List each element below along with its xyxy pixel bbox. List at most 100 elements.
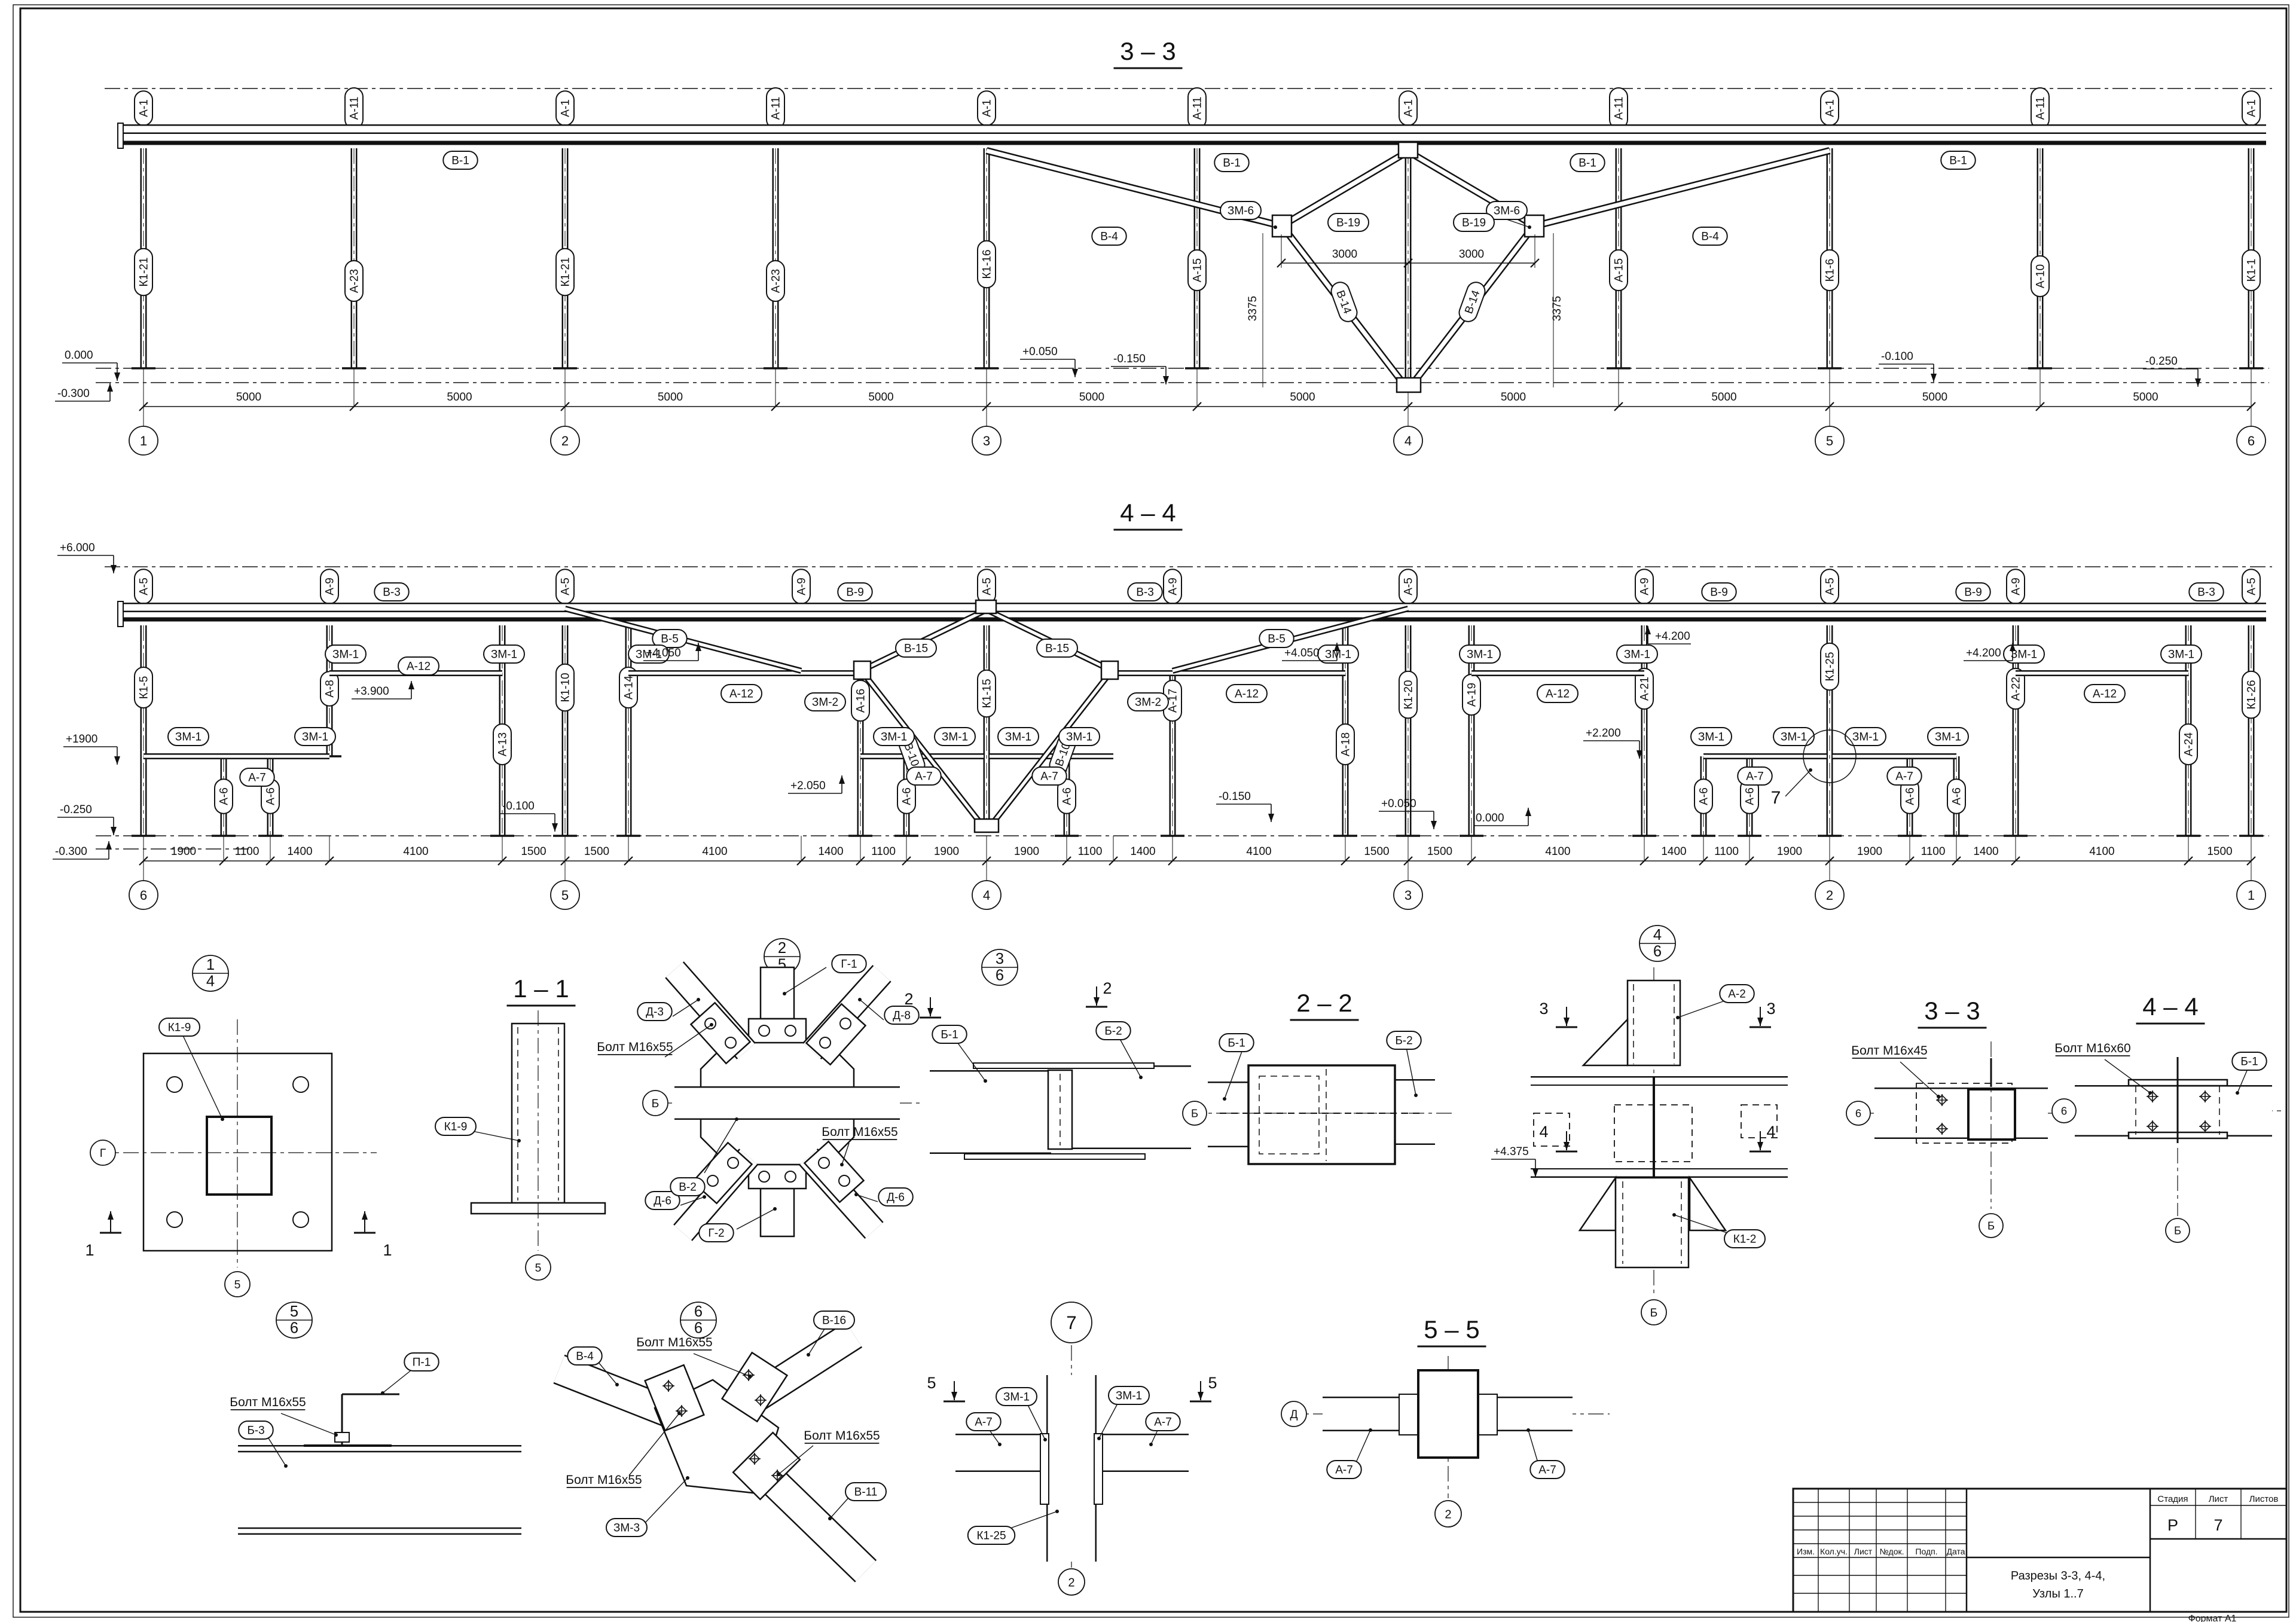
column-label: А-15	[1187, 249, 1207, 291]
member-label: В-4	[1091, 227, 1127, 246]
dimension-tick	[1192, 402, 1202, 411]
grid-bubble	[550, 426, 580, 456]
annotation-text: 3	[1766, 1000, 1775, 1018]
member-label-outline	[2188, 582, 2224, 601]
member-label-outline	[1058, 727, 1100, 746]
bolt-diamond	[2147, 1120, 2158, 1132]
member-label-text: П-1	[413, 1357, 431, 1369]
member-label-outline	[831, 954, 867, 973]
hole	[838, 1175, 850, 1187]
column-label: К1-21	[134, 248, 153, 297]
member-label: ЗМ-1	[1773, 727, 1815, 746]
annotation-text: Болт М16х55	[822, 1125, 897, 1139]
column-label: А-6	[1947, 778, 1966, 814]
axis-bubble	[1846, 1101, 1871, 1126]
arrow-head	[1564, 1018, 1570, 1026]
elevation-value: +4.050	[646, 647, 681, 659]
member-label: В-14	[1458, 282, 1486, 322]
member-label-outline	[167, 727, 209, 746]
dimension-tick	[1530, 258, 1540, 268]
column-label: А-24	[2179, 723, 2198, 765]
member-label-text: А-17	[1167, 689, 1180, 713]
member-label-outline	[1486, 201, 1528, 220]
post-label: А-5	[977, 569, 996, 604]
sheet-title: Узлы 1..7	[2032, 1587, 2084, 1600]
column-label: А-8	[320, 671, 339, 707]
member-label-text: А-16	[855, 689, 868, 713]
post-label: А-11	[344, 87, 364, 129]
leader-dot	[2236, 1091, 2239, 1095]
detail-rect	[1523, 214, 1545, 238]
member-label-outline	[2084, 684, 2126, 703]
member-label: ЗМ-1	[483, 644, 525, 664]
member-label-outline	[374, 582, 410, 601]
member-label-text: К1-1	[2246, 259, 2258, 282]
member-label-text: А-5	[560, 578, 572, 595]
elevation-value: -0.150	[1113, 353, 1146, 365]
leader-line	[1674, 1214, 1735, 1236]
annotation-text: 1	[383, 1241, 392, 1259]
member-label-text: К1-21	[560, 257, 572, 286]
member-label: ЗМ-1	[1317, 644, 1359, 664]
leader-line	[1010, 1511, 1058, 1529]
member-label-text: А-1	[1403, 99, 1415, 117]
member-label: А-7	[906, 766, 942, 786]
member-label-text: ЗМ-1	[636, 649, 662, 661]
dimension-tick	[265, 856, 275, 866]
member-label-outline	[2231, 1052, 2267, 1071]
member-label-text: ЗМ-1	[881, 731, 907, 744]
member-label: ЗМ-1	[1108, 1386, 1150, 1405]
arrow-head	[408, 681, 414, 689]
arrow-head	[1532, 1169, 1538, 1177]
member-label-text: В-3	[2197, 587, 2215, 599]
arrow-head	[106, 841, 112, 850]
sheets-label: Листов	[2249, 1494, 2279, 1504]
member-label-text: А-9	[1639, 578, 1651, 595]
hole	[1803, 729, 1857, 783]
member-label: В-2	[670, 1177, 706, 1196]
gusset-plate	[1578, 1175, 1617, 1232]
member-label-text: Б-2	[1395, 1035, 1412, 1047]
member-label-text: А-11	[1192, 97, 1204, 120]
member-label: А-2	[1719, 984, 1755, 1003]
annotation-text: Болт М16х55	[804, 1429, 880, 1443]
elevation-value: +0.050	[1381, 798, 1416, 810]
member-label: В-1	[442, 151, 478, 170]
member-label: В-9	[1955, 582, 1991, 601]
member-label: ЗМ-1	[934, 727, 976, 746]
member-label-text: ЗМ-1	[1781, 731, 1807, 744]
bubble-bottom-text: 6	[694, 1320, 703, 1337]
stage-label: Стадия	[2157, 1494, 2188, 1504]
column-label: А-15	[1609, 249, 1628, 291]
member-label-text: А-18	[1340, 732, 1352, 756]
post-label: А-1	[977, 90, 996, 126]
member-label: В-16	[813, 1311, 855, 1330]
bolt-diamond	[1936, 1094, 1948, 1106]
member-label: А-12	[720, 684, 762, 703]
member-label-text: А-7	[1335, 1464, 1353, 1477]
dimension-value: 5000	[1711, 391, 1736, 404]
leader-line	[736, 1208, 775, 1230]
dimension-value: 1500	[2207, 845, 2232, 858]
member-label-text: А-9	[1167, 578, 1180, 595]
member-label-outline	[884, 1006, 920, 1025]
detail-rect	[975, 599, 997, 615]
column-label: А-13	[493, 723, 512, 765]
axis-bubble	[525, 1254, 551, 1281]
arrow-head	[2195, 378, 2201, 387]
member-label-outline	[1616, 644, 1658, 664]
member-label-outline	[720, 684, 762, 703]
grid-bubble	[2236, 426, 2266, 456]
member-label-outline	[996, 1387, 1037, 1406]
member-label: ЗМ-1	[294, 727, 336, 746]
column-label: А-6	[214, 778, 233, 814]
detail-rect	[759, 1187, 795, 1238]
member-label-text: В-9	[1710, 587, 1728, 599]
leader-dot	[677, 1412, 681, 1415]
arrow-head	[951, 1392, 957, 1400]
bolted-plate-outline	[803, 1140, 865, 1203]
elevation-value: +2.050	[790, 780, 826, 792]
title-block-header: Кол.уч.	[1820, 1547, 1848, 1556]
member-label: ЗМ-1	[1690, 727, 1732, 746]
leader-line	[664, 1024, 712, 1058]
